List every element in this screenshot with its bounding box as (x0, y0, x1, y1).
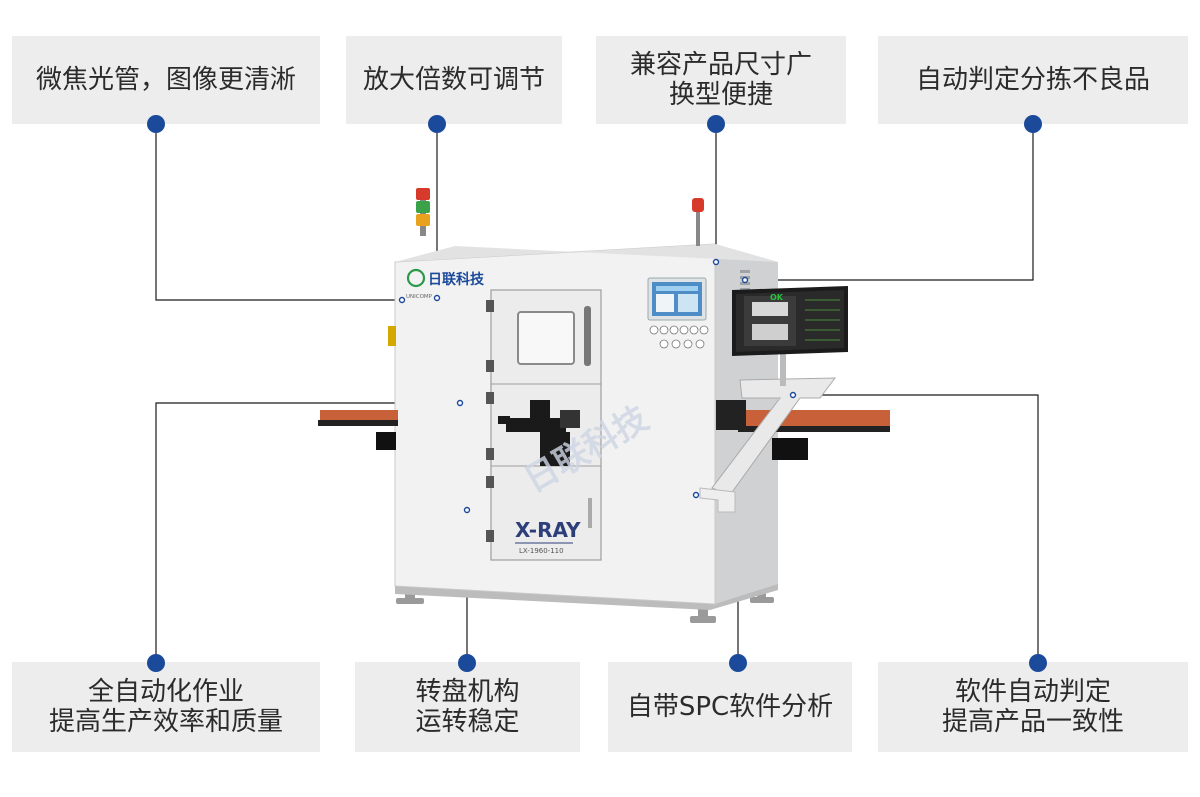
door-handle (584, 306, 591, 366)
dot-bottom-1 (147, 654, 165, 672)
feature-box-turntable: 转盘机构 运转稳定 (355, 662, 580, 752)
turntable-mechanism (498, 400, 580, 466)
brand-name: 日联科技 (428, 271, 485, 288)
brand-name-en: UNICOMP (406, 294, 433, 300)
machine-top (395, 244, 778, 262)
alarm-light (692, 198, 704, 246)
monitor: OK (732, 286, 848, 386)
connector-bottom-1 (155, 402, 460, 662)
feature-box-magnification: 放大倍数可调节 (346, 36, 562, 124)
feature-label: 自动判定分拣不良品 (915, 65, 1150, 95)
feature-label: 微焦光管，图像更清淅 (35, 65, 296, 95)
dot-top-1 (147, 115, 165, 133)
dot-bottom-3 (729, 654, 747, 672)
machine-side-knob (388, 326, 396, 346)
control-panel (647, 277, 709, 349)
feature-label: 兼容产品尺寸广 换型便捷 (629, 50, 812, 110)
feature-label: 转盘机构 运转稳定 (415, 677, 520, 737)
feature-box-automation: 全自动化作业 提高生产效率和质量 (12, 662, 320, 752)
signal-tower (416, 188, 430, 236)
feature-box-compatibility: 兼容产品尺寸广 换型便捷 (596, 36, 846, 124)
model-title: X-RAY (515, 518, 581, 542)
door-window (517, 311, 575, 365)
dot-top-2 (428, 115, 446, 133)
feature-label: 放大倍数可调节 (362, 65, 545, 95)
dot-top-4 (1024, 115, 1042, 133)
feature-box-auto-judgement: 软件自动判定 提高产品一致性 (878, 662, 1188, 752)
dot-bottom-2 (458, 654, 476, 672)
callout-points (398, 258, 797, 514)
connector-top-4 (745, 126, 1034, 281)
brand-logo: 日联科技 UNICOMP (406, 268, 485, 300)
dot-bottom-4 (1029, 654, 1047, 672)
left-conveyor (318, 410, 398, 450)
feature-label: 自带SPC软件分析 (626, 692, 834, 722)
connector-top-1 (155, 126, 402, 301)
connector-bottom-4 (793, 394, 1039, 662)
feature-label: 全自动化作业 提高生产效率和质量 (48, 677, 283, 737)
screen-badge: OK (770, 293, 784, 302)
feature-label: 软件自动判定 提高产品一致性 (941, 677, 1124, 737)
feature-box-microfocus: 微焦光管，图像更清淅 (12, 36, 320, 124)
dot-top-3 (707, 115, 725, 133)
feature-box-auto-sorting: 自动判定分拣不良品 (878, 36, 1188, 124)
model-number: LX-1960-110 (519, 547, 564, 555)
feature-box-spc-software: 自带SPC软件分析 (608, 662, 852, 752)
